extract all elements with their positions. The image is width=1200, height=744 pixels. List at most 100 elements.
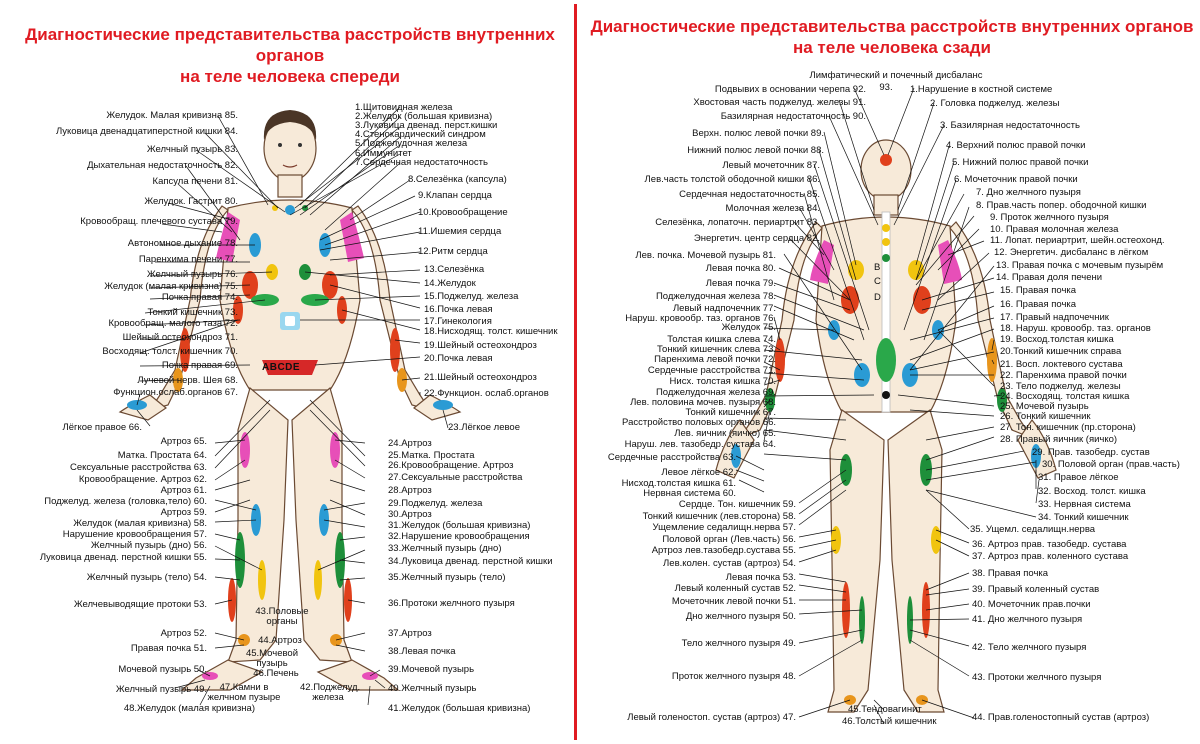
back-right-label-33: 33. Нервная система [1038, 499, 1131, 510]
back-left-label-34: Сердце. Тон. кишечник 59. [678, 499, 796, 510]
back-body-illustration [715, 87, 1057, 725]
back-right-label-27: 27. Тон. кишечник (пр.сторона) [1000, 422, 1136, 433]
spine-letter-3: D [874, 292, 881, 303]
front-right-label-12: 12.Ритм сердца [418, 246, 488, 257]
back-left-label-37: Половой орган (Лев.часть) 56. [662, 534, 796, 545]
back-right-label-10: 10. Правая молочная железа [990, 224, 1119, 235]
front-right-label-10: 10.Кровообращение [418, 207, 508, 218]
back-left-label-39: Лев.колен. сустав (артроз) 54. [663, 558, 796, 569]
back-left-label-21: Паренхима левой почки 72. [654, 354, 776, 365]
back-left-label-12: Лев. почка. Мочевой пузырь 81. [635, 250, 776, 261]
spine-letter-2: C [874, 276, 881, 287]
front-left-label-20: Лёгкое правое 66. [62, 422, 142, 433]
front-left-label-24: Кровообращение. Артроз 62. [78, 474, 207, 485]
back-right-label-9: 9. Проток желчного пузыря [990, 212, 1109, 223]
front-left-label-36: Мочевой пузырь 50. [118, 664, 207, 675]
front-right-label-34: 34.Луковица двенад. перстной кишки [388, 556, 553, 567]
front-right-label-18: 18.Нисходящ. толст. кишечник [424, 326, 558, 337]
front-right-label-37: 37.Артроз [388, 628, 432, 639]
front-right-label-16: 16.Почка левая [424, 304, 493, 315]
back-left-label-15: Поджелудочная железа 78. [655, 291, 776, 302]
front-left-label-29: Нарушение кровообращения 57. [62, 529, 207, 540]
front-left-label-18: Лучевой нерв. Шея 68. [137, 375, 238, 386]
back-left-label-42: Мочеточник левой почки 51. [671, 596, 796, 607]
front-left-label-21: Артроз 65. [160, 436, 207, 447]
back-left-label-18: Желудок 75. [721, 322, 776, 333]
front-right-label-6: 6.Иммунитет [355, 148, 412, 159]
back-title-line1: Диагностические представительства расстр… [590, 17, 1194, 36]
front-right-label-14: 14.Желудок [424, 278, 476, 289]
front-right-label-22: 22.Функцион. ослаб.органов [424, 388, 549, 399]
front-right-label-39: 39.Мочевой пузырь [388, 664, 475, 675]
back-left-label-46: Левый голеностоп. сустав (артроз) 47. [627, 712, 796, 723]
front-left-label-33: Желчевыводящие протоки 53. [73, 599, 207, 610]
back-left-label-38: Артроз лев.тазобедр.сустава 55. [651, 545, 796, 556]
back-left-label-16: Левый надпочечник 77. [672, 303, 776, 314]
back-right-label-16: 16. Правая почка [1000, 299, 1077, 310]
front-left-label-27: Артроз 59. [160, 507, 207, 518]
front-left-label-15: Шейный остеохондроз 71. [122, 332, 238, 343]
back-left-label-31: Левое лёгкое 62. [661, 467, 736, 478]
back-top-number: 93. [879, 82, 893, 93]
back-right-label-7: 7. Дно желчного пузыря [976, 187, 1081, 198]
panel-divider [574, 4, 577, 740]
back-left-label-17: Наруш. кровообр. таз. органов 76. [625, 313, 776, 324]
front-left-label-8: Автономное дыхание 78. [127, 238, 238, 249]
front-right-label-20: 20.Почка левая [424, 353, 493, 364]
back-left-label-28: Лев. яичник (яичко) 65. [674, 428, 776, 439]
back-left-label-11: Энергетич. центр сердца 82. [693, 233, 820, 244]
front-right-label-7: 7.Сердечная недостаточность [355, 157, 488, 168]
front-left-label-16: Восходящ. толст. кишечник 70. [102, 346, 238, 357]
front-left-label-23: Сексуальные расстройства 63. [69, 462, 207, 473]
back-panel: Диагностические представительства расстр… [584, 0, 1200, 744]
back-right-label-18: 18. Наруш. кровообр. таз. органов [1000, 323, 1151, 334]
front-bottom-label-6: 42.Поджелуд. железа [300, 682, 361, 703]
back-right-label-42: 42. Тело желчного пузыря [972, 642, 1087, 653]
back-left-label-8: Сердечная недостаточность 85. [679, 189, 820, 200]
back-left-label-23: Нисх. толстая кишка 70. [669, 376, 776, 387]
back-right-label-1: 1.Нарушение в костной системе [910, 84, 1053, 95]
front-left-label-12: Почка правая 74. [161, 292, 238, 303]
back-left-label-6: Левый мочеточник 87. [722, 160, 820, 171]
front-left-label-14: Кровообращ. малого таза 72. [108, 318, 238, 329]
front-panel: Диагностические представительства расстр… [0, 0, 580, 744]
spine-letter-1: B [874, 262, 881, 273]
front-left-label-38: 48.Желудок (малая кривизна) [123, 703, 255, 714]
back-left-label-32: Нисход.толстая кишка 61. [621, 478, 736, 489]
back-left-label-36: Ущемление седалищн.нерва 57. [652, 522, 796, 533]
back-right-label-28: 28. Правый яичник (яичко) [1000, 434, 1118, 445]
front-left-label-6: Желудок. Гастрит 80. [144, 196, 238, 207]
back-left-label-27: Расстройство половых органов 66. [622, 417, 776, 428]
front-abcde-label: ABCDE [262, 362, 301, 373]
back-right-label-17: 17. Правый надпочечник [1000, 312, 1109, 323]
back-left-label-41: Левый коленный сустав 52. [674, 583, 796, 594]
front-right-label-19: 19.Шейный остеохондроз [424, 340, 537, 351]
front-left-label-37: Желчный пузырь 49. [115, 684, 207, 695]
front-right-label-26: 26.Кровообращение. Артроз [388, 460, 514, 471]
back-left-label-43: Дно желчного пузыря 50. [685, 611, 796, 622]
back-left-label-40: Левая почка 53. [725, 572, 796, 583]
back-right-label-6: 6. Мочеточник правой почки [954, 174, 1078, 185]
back-left-label-2: Хвостовая часть поджелуд. железы 91. [693, 97, 866, 108]
front-left-label-26: Поджелуд. железа (головка,тело) 60. [44, 496, 207, 507]
front-left-label-1: Желудок. Малая кривизна 85. [106, 110, 238, 121]
back-left-label-24: Поджелудочная железа 69. [655, 387, 776, 398]
back-left-label-4: Верхн. полюс левой почки 89. [692, 128, 824, 139]
back-title-line2: на теле человека сзади [792, 38, 991, 57]
back-left-label-1: Подвывих в основании черепа 92. [714, 84, 866, 95]
front-left-label-31: Луковица двенад. перстной кишки 55. [39, 552, 207, 563]
back-right-label-5: 5. Нижний полюс правой почки [952, 157, 1089, 168]
front-right-label-40: 40.Желчный пузырь [388, 683, 477, 694]
front-left-label-4: Дыхательная недостаточность 82. [87, 160, 238, 171]
back-right-label-24: 24. Восходящ. толстая кишка [1000, 391, 1130, 402]
front-right-label-13: 13.Селезёнка [424, 264, 485, 275]
front-right-label-35: 35.Желчный пузырь (тело) [388, 572, 506, 583]
back-right-label-40: 40. Мочеточник прав.почки [972, 599, 1091, 610]
back-right-label-21: 21. Восп. локтевого сустава [1000, 359, 1123, 370]
back-right-label-35: 35. Ущемл. седалищн.нерва [970, 524, 1096, 535]
front-right-label-2: 2.Желудок (большая кривизна) [355, 111, 493, 122]
back-left-label-10: Селезёнка, лопаточн. периартрит 83. [655, 217, 820, 228]
front-right-label-30: 30.Артроз [388, 509, 432, 520]
front-right-label-1: 1.Щитовидная железа [355, 102, 453, 113]
front-right-label-41: 41.Желудок (большая кривизна) [388, 703, 531, 714]
